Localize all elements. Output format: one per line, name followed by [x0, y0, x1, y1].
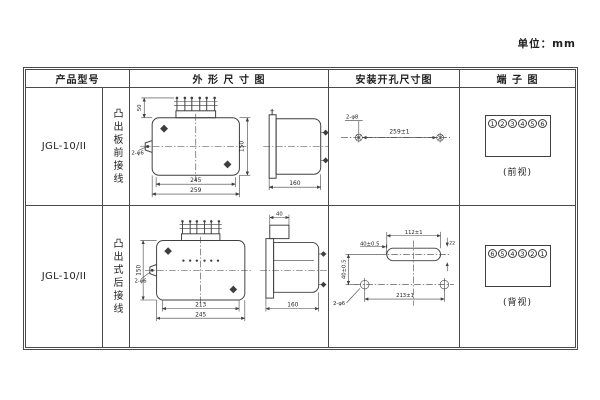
terminal-diagram-row1: 1 2 3 4 5 6 (前视)	[484, 115, 551, 178]
dim-holes: 2-φ6	[135, 279, 148, 285]
terminal-drawing-row2: 6 5 4 3 2 1 (背视)	[460, 206, 575, 347]
terminal-number: 4	[508, 249, 517, 258]
dimensions-front: 245 259 150 50 2-φ6	[131, 97, 251, 198]
dim-depth: 160	[289, 180, 301, 187]
header-terminal: 端 子 图	[460, 70, 575, 88]
terminal-number: 2	[528, 249, 537, 258]
header-outline: 外 形 尺 寸 图	[130, 70, 329, 88]
terminal-number: 1	[488, 119, 497, 128]
dim-height: 150	[238, 141, 245, 153]
dim-terminal-depth: 40	[276, 212, 283, 218]
wiring-label-row1: 凸出板前接线	[111, 107, 122, 186]
screw-icon	[160, 124, 169, 133]
outline-drawing-row1: 245 259 150 50 2-φ6	[130, 88, 329, 206]
screw-icon	[223, 160, 232, 169]
view-label: (背视)	[502, 298, 533, 308]
wiring-label-row2: 凸出式后接线	[111, 237, 122, 316]
terminal-strip: 6 5 4 3 2 1	[484, 245, 551, 287]
screw-icon	[229, 285, 238, 294]
side-view: 160	[263, 108, 328, 191]
wiring-type-row2: 凸出式后接线	[103, 206, 130, 347]
header-install: 安装开孔尺寸图	[329, 70, 460, 88]
terminal-number: 6	[538, 119, 547, 128]
outline-drawing-row2: 150 2-φ6 213 245 40	[130, 206, 329, 347]
terminal-number: 5	[528, 119, 537, 128]
screw-icon	[320, 251, 327, 257]
wiring-type-row1: 凸出板前接线	[103, 88, 130, 206]
outline-svg-row1: 245 259 150 50 2-φ6	[131, 96, 328, 198]
terminal-number: 5	[498, 249, 507, 258]
side-view: 40 160	[260, 212, 328, 312]
install-svg-row2: 112±1 40±0.5 40±0.5 213±1 2-φ6	[333, 230, 455, 307]
terminal-drawing-row1: 1 2 3 4 5 6 (前视)	[460, 88, 575, 206]
screw-icon	[164, 247, 172, 255]
terminal-number: 2	[498, 119, 507, 128]
dimensions-front: 150 2-φ6 213 245	[135, 240, 246, 322]
terminal-diagram-row2: 6 5 4 3 2 1 (背视)	[484, 245, 551, 308]
front-view	[141, 220, 253, 306]
spec-table: 产品型号 外 形 尺 寸 图 安装开孔尺寸图 端 子 图 JGL-10/II 凸…	[23, 67, 578, 350]
front-view	[138, 96, 248, 182]
dim-slot-width: 112±1	[405, 230, 423, 236]
dim-width-inner: 213	[195, 303, 206, 309]
dim-width-outer: 245	[195, 312, 206, 318]
terminal-number: 3	[518, 249, 527, 258]
terminal-number: 4	[518, 119, 527, 128]
dim-holes: 2-φ6	[131, 150, 144, 156]
dim-width-inner: 245	[190, 177, 202, 184]
dim-span: 213±1	[396, 293, 414, 299]
dim-holes: 2-φ8	[346, 115, 359, 121]
hole-layout: 259±1 2-φ8	[340, 115, 451, 143]
dim-offset-v: 40±0.5	[342, 260, 348, 280]
hole-layout: 112±1 40±0.5 40±0.5 213±1 2-φ6	[333, 230, 455, 307]
outline-svg-row2: 150 2-φ6 213 245 40	[135, 212, 328, 322]
dim-height: 150	[137, 264, 143, 275]
terminal-number: 3	[508, 119, 517, 128]
dim-terminal-height: 50	[137, 104, 143, 111]
dim-depth: 160	[287, 303, 298, 309]
unit-label: 单位：mm	[517, 38, 576, 50]
dim-offset-h: 40±0.5	[360, 241, 380, 247]
terminal-strip: 1 2 3 4 5 6	[484, 115, 551, 157]
header-model: 产品型号	[26, 70, 130, 88]
install-svg-row1: 259±1 2-φ8	[340, 115, 451, 143]
screw-icon	[322, 129, 328, 136]
screw-icon	[320, 281, 327, 288]
install-drawing-row2: 112±1 40±0.5 40±0.5 213±1 2-φ6	[329, 206, 460, 347]
view-label: (前视)	[502, 168, 533, 178]
terminal-number: 1	[538, 249, 547, 258]
model-row1: JGL-10/II	[26, 88, 103, 206]
dim-width-outer: 259	[190, 187, 202, 194]
screw-icon	[322, 157, 328, 164]
terminal-number: 6	[488, 249, 497, 258]
dim-span: 259±1	[389, 129, 409, 136]
model-row2: JGL-10/II	[26, 206, 103, 347]
install-drawing-row1: 259±1 2-φ8	[329, 88, 460, 206]
dim-holes: 2-φ6	[333, 301, 346, 307]
dim-slot-height: 22	[449, 240, 455, 246]
